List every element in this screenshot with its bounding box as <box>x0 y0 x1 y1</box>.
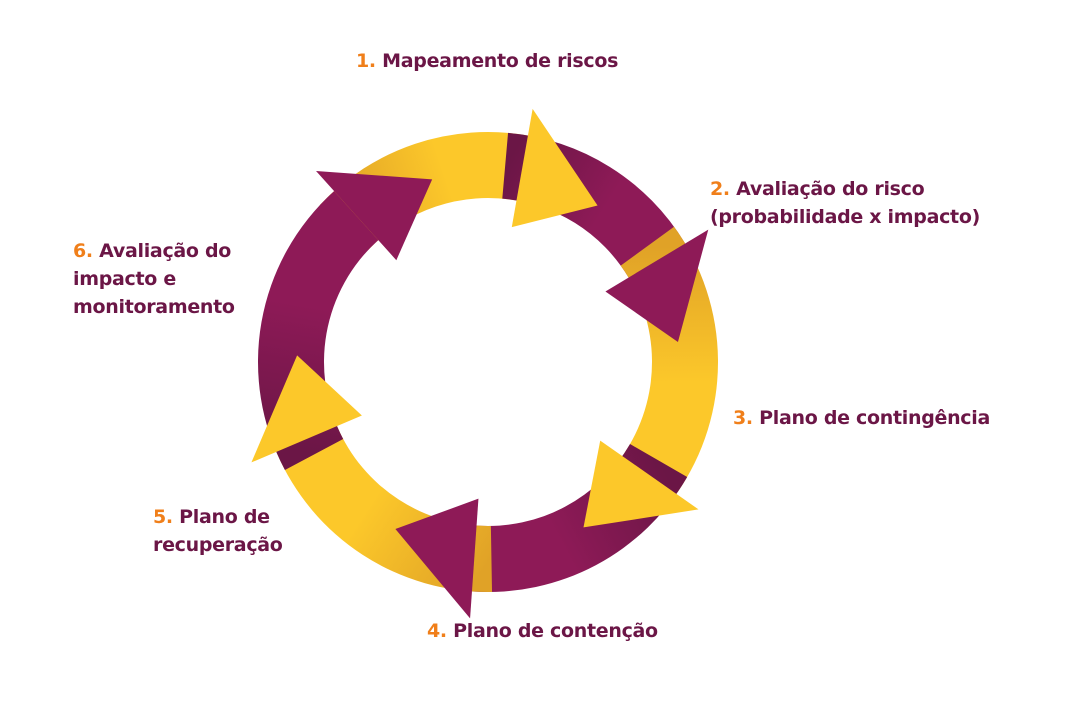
step-3-label: 3. Plano de contingência <box>733 407 991 429</box>
arrow-2-head <box>605 229 709 343</box>
arrow-3-head <box>583 440 699 528</box>
arrow-1-head <box>511 108 598 228</box>
arrow-4-body <box>471 444 688 592</box>
step-5-label: 5. Plano de recuperação <box>153 506 283 556</box>
arrow-4-head <box>395 498 479 619</box>
step-4-label: 4. Plano de contenção <box>427 620 658 642</box>
arrow-6-head <box>316 171 433 261</box>
step-6-label: 6. Avaliação do impacto e monitoramento <box>73 240 235 318</box>
step-1-label: 1. Mapeamento de riscos <box>356 50 619 72</box>
step-2-label: 2. Avaliação do risco (probabilidade x i… <box>710 178 980 228</box>
arrow-5-head <box>251 355 362 463</box>
